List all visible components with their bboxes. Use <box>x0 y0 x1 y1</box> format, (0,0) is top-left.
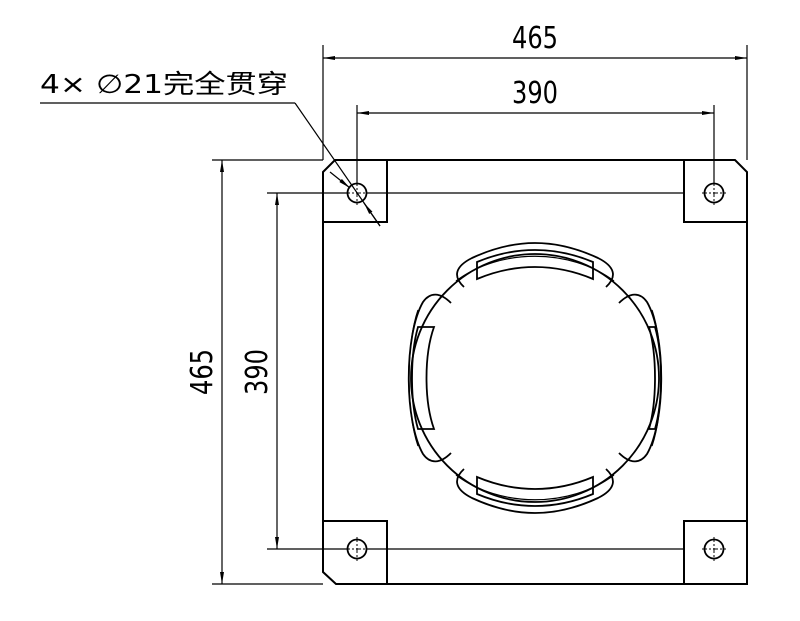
corner-pad-top-right <box>683 160 747 223</box>
lug-top <box>456 242 614 288</box>
extension-lines <box>212 45 748 585</box>
bore-circle <box>410 253 660 503</box>
dim-overall-height: 465 <box>185 349 220 395</box>
corner-pad-top-left <box>323 160 388 223</box>
corner-pads <box>323 160 747 584</box>
dim-hole-height: 390 <box>240 349 275 395</box>
central-bore <box>407 242 663 514</box>
dim-hole-width: 390 <box>512 76 558 111</box>
lug-bottom <box>456 468 614 514</box>
dimension-lines <box>220 56 747 584</box>
corner-pad-bottom-right <box>683 520 747 584</box>
corner-pad-bottom-left <box>323 520 388 584</box>
hole-callout-leader <box>40 102 381 227</box>
hole-callout-text: 4× ∅21完全贯穿 <box>40 70 288 100</box>
plate-outline <box>322 159 748 585</box>
dim-overall-width: 465 <box>512 21 558 56</box>
hole-centerlines <box>345 181 726 561</box>
